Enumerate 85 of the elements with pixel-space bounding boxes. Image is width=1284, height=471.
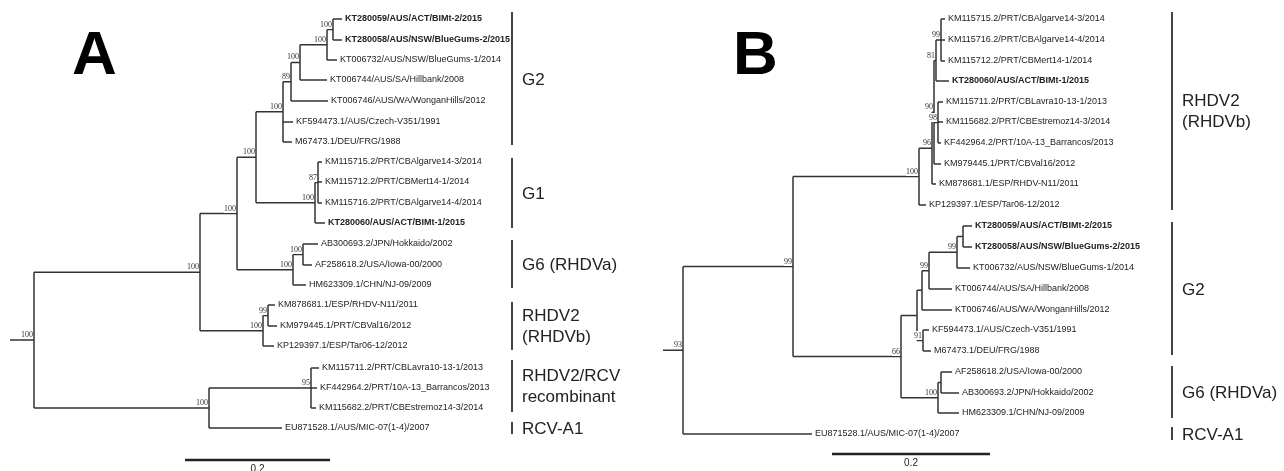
- bootstrap-value: 66: [892, 346, 900, 356]
- bootstrap-value: 100: [302, 192, 314, 202]
- bootstrap-value: 99: [932, 30, 940, 39]
- taxon-label: KT006744/AUS/SA/Hillbank/2008: [955, 283, 1090, 294]
- bootstrap-value: 99: [784, 256, 792, 266]
- taxon-label: KM115712.2/PRT/CBMert14-1/2014: [325, 176, 470, 187]
- bootstrap-value: 91: [914, 330, 922, 340]
- taxon-label: EU871528.1/AUS/MIC-07(1-4)/2007: [815, 428, 960, 439]
- taxon-label: KF594473.1/AUS/Czech-V351/1991: [296, 116, 441, 127]
- bootstrap-value: 98: [929, 112, 937, 122]
- bootstrap-value: 99: [259, 305, 267, 315]
- taxon-label: KM115715.2/PRT/CBAlgarve14-3/2014: [325, 156, 482, 167]
- bootstrap-value: 100: [224, 203, 236, 213]
- clade-label: RHDV2 (RHDVb): [1182, 90, 1252, 132]
- taxon-label: KM115712.2/PRT/CBMert14-1/2014: [948, 55, 1093, 66]
- taxon-label: M67473.1/DEU/FRG/1988: [934, 345, 1040, 356]
- taxon-label: KT006744/AUS/SA/Hillbank/2008: [330, 74, 465, 85]
- bootstrap-value: 90: [925, 102, 933, 112]
- bootstrap-value: 100: [21, 330, 33, 340]
- bootstrap-value: 100: [290, 244, 302, 254]
- taxon-label: KM115716.2/PRT/CBAlgarve14-4/2014: [325, 197, 482, 208]
- taxon-label: M67473.1/DEU/FRG/1988: [295, 136, 401, 147]
- taxon-label: EU871528.1/AUS/MIC-07(1-4)/2007: [285, 422, 430, 433]
- taxon-label: HM623309.1/CHN/NJ-09/2009: [962, 407, 1085, 418]
- taxon-label: KM878681.1/ESP/RHDV-N11/2011: [939, 178, 1079, 189]
- clade-label: RCV-A1: [1182, 423, 1245, 444]
- taxon-label: KT006732/AUS/NSW/BlueGums-1/2014: [973, 262, 1135, 273]
- taxon-label: KM115711.2/PRT/CBLavra10-13-1/2013: [946, 96, 1108, 107]
- taxon-label: KT280060/AUS/ACT/BIMt-1/2015: [328, 217, 466, 228]
- clade-label: G1: [522, 182, 546, 204]
- taxon-label: KM115682.2/PRT/CBEstremoz14-3/2014: [946, 116, 1111, 127]
- taxon-label: KF442964.2/PRT/10A-13_Barrancos/2013: [944, 137, 1114, 148]
- clade-label: RCV-A1: [522, 417, 585, 439]
- taxon-label: AB300693.2/JPN/Hokkaido/2002: [321, 238, 453, 249]
- taxon-label: KT280058/AUS/NSW/BlueGums-2/2015: [345, 34, 511, 45]
- bootstrap-value: 100: [196, 398, 208, 407]
- taxon-label: KF442964.2/PRT/10A-13_Barrancos/2013: [320, 382, 490, 393]
- bootstrap-value: 96: [923, 138, 931, 148]
- clade-label: G6 (RHDVa): [522, 253, 619, 275]
- bootstrap-value: 100: [925, 387, 937, 397]
- bootstrap-value: 99: [948, 242, 956, 252]
- bootstrap-value: 100: [314, 34, 326, 44]
- bootstrap-value: 100: [250, 320, 262, 330]
- clade-label: RHDV2/RCV recombinant: [522, 365, 622, 407]
- clade-label: G2: [1182, 278, 1206, 299]
- panel-letter: A: [72, 22, 117, 84]
- bootstrap-value: 87: [309, 172, 317, 182]
- taxon-label: KM115715.2/PRT/CBAlgarve14-3/2014: [948, 13, 1105, 24]
- bootstrap-value: 100: [270, 101, 282, 111]
- bootstrap-value: 95: [302, 378, 310, 387]
- bootstrap-value: 81: [927, 50, 935, 60]
- panel-letter: B: [733, 22, 778, 84]
- bootstrap-value: 100: [280, 259, 292, 269]
- taxon-label: KT280059/AUS/ACT/BIMt-2/2015: [345, 13, 483, 24]
- bootstrap-value: 100: [243, 147, 255, 157]
- taxon-label: KF594473.1/AUS/Czech-V351/1991: [932, 324, 1077, 335]
- taxon-label: KT280060/AUS/ACT/BIMt-1/2015: [952, 75, 1090, 86]
- taxon-label: KT006732/AUS/NSW/BlueGums-1/2014: [340, 54, 502, 65]
- bootstrap-value: 89: [282, 71, 290, 81]
- scale-label: 0.2: [904, 457, 918, 468]
- taxon-label: AB300693.2/JPN/Hokkaido/2002: [962, 387, 1094, 398]
- bootstrap-value: 100: [906, 166, 918, 176]
- taxon-label: KM115716.2/PRT/CBAlgarve14-4/2014: [948, 34, 1105, 45]
- taxon-label: KM979445.1/PRT/CBVal16/2012: [944, 158, 1076, 169]
- taxon-label: KP129397.1/ESP/Tar06-12/2012: [929, 199, 1060, 210]
- bootstrap-value: 99: [920, 260, 928, 270]
- taxon-label: KM115682.2/PRT/CBEstremoz14-3/2014: [319, 402, 484, 413]
- taxon-label: KT006746/AUS/WA/WonganHills/2012: [955, 304, 1110, 315]
- taxon-label: AF258618.2/USA/Iowa-00/2000: [955, 366, 1083, 377]
- clade-label: RHDV2 (RHDVb): [522, 305, 592, 347]
- taxon-label: KP129397.1/ESP/Tar06-12/2012: [277, 340, 408, 351]
- bootstrap-value: 93: [674, 340, 682, 350]
- bootstrap-value: 100: [320, 19, 332, 29]
- bootstrap-value: 100: [187, 262, 199, 272]
- clade-label: G2: [522, 68, 546, 89]
- taxon-label: KT280058/AUS/NSW/BlueGums-2/2015: [975, 241, 1141, 252]
- taxon-label: AF258618.2/USA/Iowa-00/2000: [315, 259, 443, 270]
- taxon-label: KM979445.1/PRT/CBVal16/2012: [280, 320, 412, 331]
- taxon-label: KM115711.2/PRT/CBLavra10-13-1/2013: [322, 362, 484, 373]
- bootstrap-value: 100: [287, 52, 299, 62]
- clade-label: G6 (RHDVa): [1182, 381, 1279, 403]
- taxon-label: KM878681.1/ESP/RHDV-N11/2011: [278, 299, 418, 310]
- taxon-label: KT280059/AUS/ACT/BIMt-2/2015: [975, 220, 1113, 231]
- taxon-label: HM623309.1/CHN/NJ-09/2009: [309, 279, 432, 290]
- taxon-label: KT006746/AUS/WA/WonganHills/2012: [331, 95, 486, 106]
